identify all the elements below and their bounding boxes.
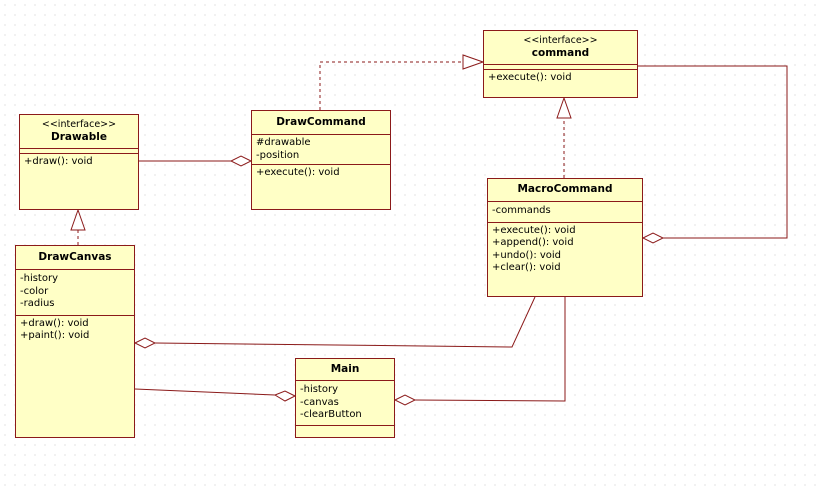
operation: +clear(): void <box>492 262 561 273</box>
attributes-compartment: -history -canvas -clearButton <box>296 380 394 425</box>
attribute: -position <box>256 149 300 161</box>
attribute: -history <box>20 273 59 284</box>
attribute: -clearButton <box>300 409 362 420</box>
attribute: #drawable <box>256 137 311 148</box>
attributes-compartment: #drawable -position <box>252 134 390 164</box>
operations-compartment: +execute(): void <box>252 164 390 182</box>
class-name: DrawCanvas <box>38 251 112 263</box>
attribute: -color <box>20 285 49 297</box>
realization-drawcommand-command <box>319 61 463 110</box>
class-drawcanvas[interactable]: DrawCanvas -history -color -radius +draw… <box>15 245 135 438</box>
operations-compartment: +execute(): void <box>484 69 637 87</box>
attribute: -history <box>300 384 339 395</box>
class-stereotype: <<interface>> <box>41 119 117 130</box>
operations-compartment: +execute(): void +append(): void +undo()… <box>488 221 642 277</box>
operation: +execute(): void <box>256 167 340 178</box>
realization-arrowhead-command-left <box>462 54 485 70</box>
aggregation-main-drawcanvas <box>134 388 276 396</box>
operation: +draw(): void <box>24 156 93 167</box>
attributes-compartment <box>20 148 138 153</box>
aggregation-drawcanvas-macrocommand <box>154 296 536 348</box>
attribute: -canvas <box>300 396 339 408</box>
operations-compartment: +draw(): void <box>20 153 138 171</box>
class-stereotype: <<interface>> <box>523 35 598 46</box>
aggregation-diamond-drawcommand <box>229 155 253 167</box>
aggregation-diamond-drawcanvas <box>133 337 157 349</box>
operations-compartment: +draw(): void +paint(): void <box>16 314 134 345</box>
class-drawcommand[interactable]: DrawCommand #drawable -position +execute… <box>251 110 391 210</box>
class-name: MacroCommand <box>517 183 613 195</box>
attributes-compartment: -history -color -radius <box>16 269 134 315</box>
operation: +undo(): void <box>492 249 562 261</box>
class-command[interactable]: <<interface>> command +execute(): void <box>483 30 638 98</box>
operations-compartment <box>296 424 394 432</box>
operation: +append(): void <box>492 237 574 248</box>
class-name: Main <box>330 363 360 375</box>
operation: +execute(): void <box>492 224 576 236</box>
operation: +execute(): void <box>488 72 572 83</box>
aggregation-main-macrocommand <box>414 297 566 402</box>
class-macrocommand[interactable]: MacroCommand -commands +execute(): void … <box>487 178 643 297</box>
aggregation-macrocommand-command <box>638 65 788 239</box>
realization-arrowhead-command-bottom <box>556 96 572 119</box>
class-name: DrawCommand <box>276 116 366 128</box>
aggregation-diamond-main-right <box>393 394 417 406</box>
attributes-compartment: -commands <box>488 201 642 222</box>
aggregation-diamond-macrocommand <box>641 232 665 244</box>
aggregation-diamond-main-left <box>273 390 297 402</box>
realization-arrowhead-drawable <box>70 208 86 231</box>
operation: +paint(): void <box>20 330 90 341</box>
class-name: command <box>531 47 590 59</box>
operation: +draw(): void <box>20 317 89 329</box>
class-drawable[interactable]: <<interface>> Drawable +draw(): void <box>19 114 139 210</box>
attribute: -radius <box>20 298 55 309</box>
class-name: Drawable <box>50 131 107 143</box>
attribute: -commands <box>492 205 551 216</box>
class-main[interactable]: Main -history -canvas -clearButton <box>295 358 395 438</box>
attributes-compartment <box>484 64 637 69</box>
